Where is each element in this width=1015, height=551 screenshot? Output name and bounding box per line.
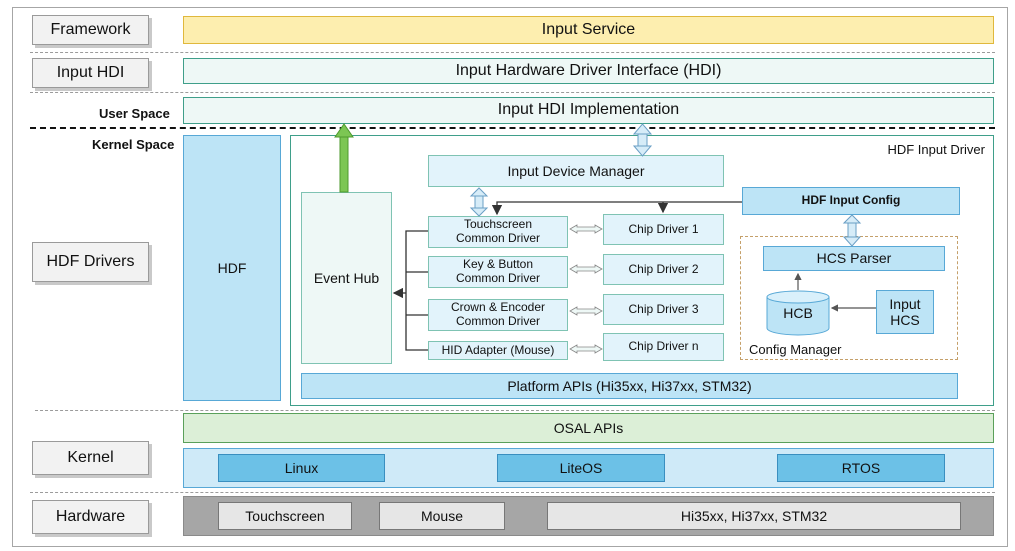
layer-hdf-drivers: HDF Drivers [32, 242, 149, 282]
chip-driver-1: Chip Driver 1 [603, 214, 724, 245]
user-space-label: User Space [99, 106, 170, 121]
config-manager-label: Config Manager [749, 342, 842, 357]
separator-hardware [30, 492, 995, 493]
input-device-manager-block: Input Device Manager [428, 155, 724, 187]
layer-framework: Framework [32, 15, 149, 45]
osal-apis-block: OSAL APIs [183, 413, 994, 443]
hdi-interface-block: Input Hardware Driver Interface (HDI) [183, 58, 994, 84]
hardware-mouse: Mouse [379, 502, 505, 530]
config-parser-double-arrow [842, 214, 862, 247]
outer-frame [12, 7, 1008, 547]
common-chip-connectors [569, 224, 603, 354]
hdi-implementation-block: Input HDI Implementation [183, 97, 994, 124]
user-kernel-boundary [30, 127, 995, 129]
separator-framework [30, 52, 995, 53]
input-hcs-block: Input HCS [876, 290, 934, 334]
key-button-common-driver: Key & Button Common Driver [428, 256, 568, 288]
kernel-rtos: RTOS [777, 454, 945, 482]
crown-encoder-common-driver: Crown & Encoder Common Driver [428, 299, 568, 331]
device-manager-touchscreen-double-arrow [469, 187, 489, 217]
layer-input-hdi: Input HDI [32, 58, 149, 88]
hardware-touchscreen: Touchscreen [218, 502, 352, 530]
layer-kernel: Kernel [32, 441, 149, 475]
chip-driver-3: Chip Driver 3 [603, 294, 724, 325]
hardware-chips: Hi35xx, Hi37xx, STM32 [547, 502, 961, 530]
hdf-input-config-block: HDF Input Config [742, 187, 960, 215]
kernel-space-label: Kernel Space [92, 137, 175, 152]
hdi-device-manager-double-arrow [632, 123, 653, 157]
hcb-label: HCB [783, 304, 813, 321]
hdf-input-driver-label: HDF Input Driver [887, 142, 985, 157]
config-to-touchscreen-line [491, 201, 742, 216]
layer-hardware: Hardware [32, 500, 149, 534]
event-hub-block: Event Hub [301, 192, 392, 364]
event-hub-up-arrow [334, 123, 354, 193]
hdf-block: HDF [183, 135, 281, 401]
common-driver-bracket [405, 230, 428, 351]
input-service-block: Input Service [183, 16, 994, 44]
hid-adapter-mouse: HID Adapter (Mouse) [428, 341, 568, 360]
touchscreen-common-driver: Touchscreen Common Driver [428, 216, 568, 248]
kernel-linux: Linux [218, 454, 385, 482]
separator-hdi [30, 92, 995, 93]
kernel-liteos: LiteOS [497, 454, 665, 482]
hcb-cylinder [766, 290, 830, 336]
platform-apis-block: Platform APIs (Hi35xx, Hi37xx, STM32) [301, 373, 958, 399]
hcs-parser-block: HCS Parser [763, 246, 945, 271]
common-driver-bracket-ticks [406, 271, 428, 316]
chip-driver-n: Chip Driver n [603, 333, 724, 361]
chip-driver-2: Chip Driver 2 [603, 254, 724, 285]
separator-kernel [35, 410, 995, 411]
